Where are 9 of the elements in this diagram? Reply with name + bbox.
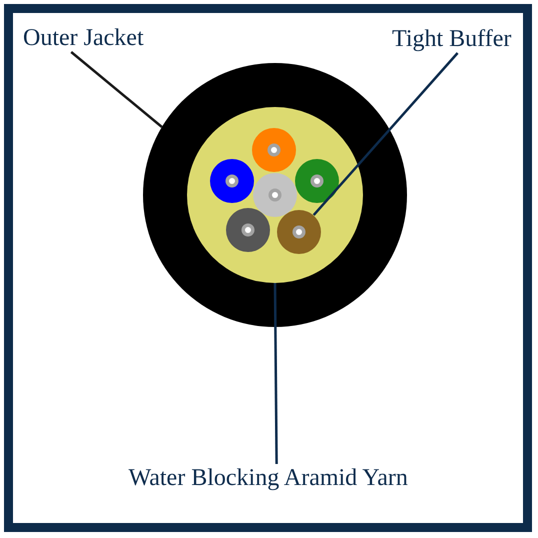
cable-jacket xyxy=(143,63,407,327)
leader-line xyxy=(274,283,278,464)
part-label: Water Blocking Aramid Yarn xyxy=(128,464,408,492)
leader-line xyxy=(70,51,163,128)
aramid-yarn-layer xyxy=(187,107,363,283)
leader-line xyxy=(312,52,459,216)
part-label: Tight Buffer xyxy=(392,25,512,53)
tight-buffer xyxy=(277,210,322,254)
part-label: Outer Jacket xyxy=(23,24,144,52)
